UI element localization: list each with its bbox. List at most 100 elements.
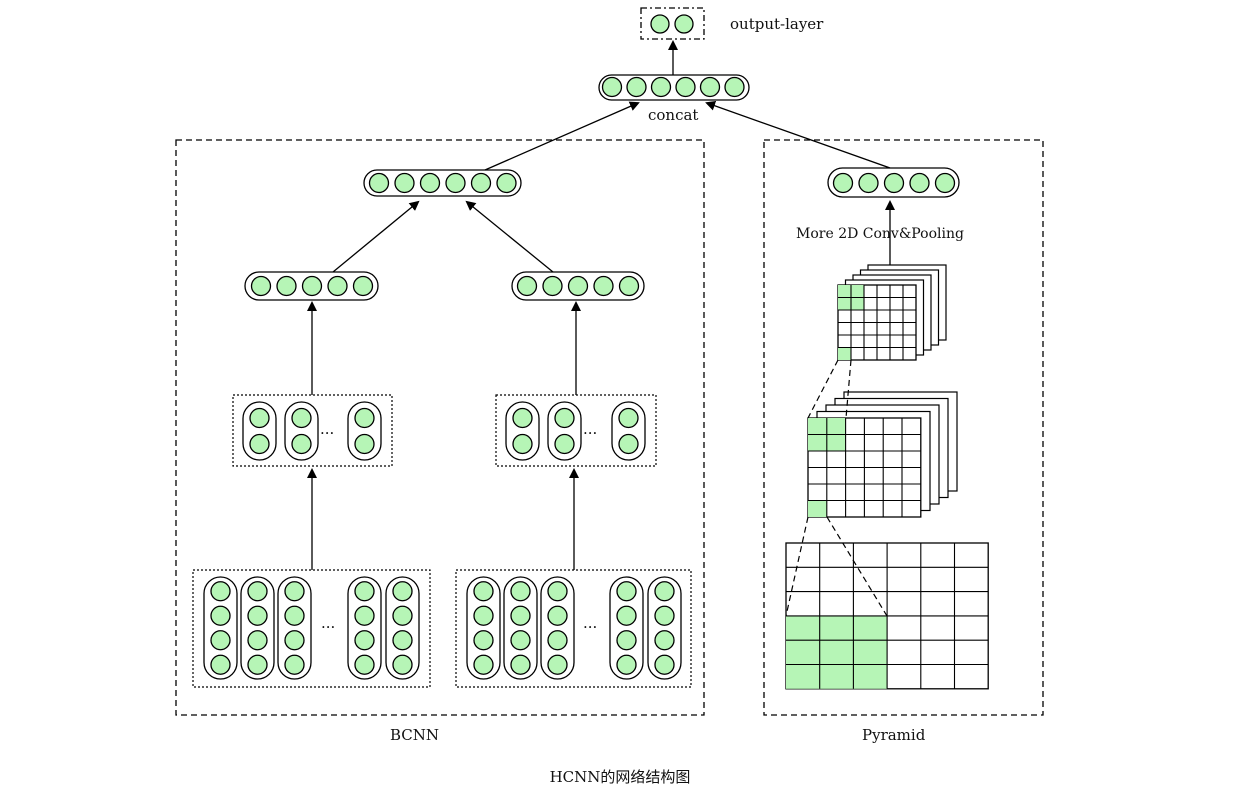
neuron-node	[473, 605, 494, 626]
neuron-node	[547, 605, 568, 626]
highlighted-cell	[826, 418, 846, 435]
highlighted-cell	[853, 615, 888, 641]
neuron-node	[510, 605, 531, 626]
neuron-node	[247, 654, 268, 675]
neuron-node	[210, 605, 231, 626]
neuron-node	[567, 275, 589, 297]
neuron-column-capsule	[347, 576, 382, 680]
neuron-node	[724, 76, 745, 98]
neuron-node	[250, 275, 272, 297]
neuron-node	[616, 630, 637, 651]
neuron-node	[909, 172, 930, 194]
highlighted-cell	[838, 285, 851, 298]
highlighted-cell	[838, 297, 851, 310]
neuron-column-capsule	[609, 576, 644, 680]
output-node	[674, 14, 694, 34]
neuron-node	[247, 581, 268, 602]
output-layer-label: output-layer	[730, 15, 824, 33]
neuron-node	[934, 172, 956, 194]
neuron-node	[352, 275, 374, 297]
neuron-node	[392, 654, 413, 675]
figure-caption: HCNN的网络结构图	[550, 768, 691, 786]
neuron-column-capsule	[242, 401, 277, 461]
neuron-column-capsule	[503, 576, 538, 680]
neuron-node	[858, 172, 879, 194]
neuron-node	[675, 76, 696, 98]
neuron-node	[654, 581, 675, 602]
bcnn-right-mid-capsule	[511, 271, 645, 301]
neuron-node	[554, 433, 575, 455]
highlighted-cell	[819, 664, 854, 689]
neuron-node	[284, 630, 305, 651]
highlighted-cell	[786, 640, 820, 665]
neuron-node	[354, 581, 375, 602]
ellipsis-left-small: ···	[320, 424, 334, 442]
neuron-node	[650, 76, 672, 98]
neuron-column-capsule	[547, 401, 582, 461]
bcnn-top-capsule	[363, 169, 522, 197]
neuron-column-capsule	[203, 576, 238, 680]
neuron-node	[249, 433, 270, 455]
concat-capsule	[598, 74, 750, 101]
neuron-node	[593, 275, 614, 297]
neuron-node	[616, 581, 637, 602]
neuron-node	[284, 605, 305, 626]
neuron-column-capsule	[240, 576, 275, 680]
neuron-node	[616, 654, 637, 675]
neuron-node	[354, 407, 375, 429]
highlighted-cell	[851, 285, 864, 298]
ellipsis-right-big: ···	[583, 618, 597, 636]
more-conv-label: More 2D Conv&Pooling	[796, 226, 964, 242]
neuron-node	[354, 605, 375, 626]
highlighted-cell	[838, 347, 851, 360]
neuron-node	[512, 407, 533, 429]
neuron-node	[516, 275, 538, 297]
highlighted-cell	[808, 418, 827, 435]
highlighted-cell	[808, 434, 827, 451]
neuron-column-capsule	[647, 576, 682, 680]
pyramid-top-capsule	[827, 167, 960, 198]
neuron-node	[291, 407, 312, 429]
neuron-column-capsule	[466, 576, 501, 680]
neuron-node	[470, 172, 492, 194]
projection-line	[785, 516, 809, 617]
neuron-node	[210, 654, 231, 675]
neuron-node	[284, 654, 305, 675]
neuron-node	[512, 433, 533, 455]
neuron-node	[601, 76, 623, 98]
arrow-left-mid-to-top	[332, 200, 420, 273]
highlighted-cell	[826, 434, 846, 451]
highlighted-cell	[786, 615, 820, 641]
neuron-node	[618, 433, 639, 455]
neuron-node	[618, 407, 639, 429]
highlighted-cell	[786, 664, 820, 689]
neuron-node	[354, 654, 375, 675]
neuron-node	[547, 654, 568, 675]
ellipsis-left-big: ···	[321, 618, 335, 636]
neuron-node	[473, 630, 494, 651]
neuron-node	[883, 172, 905, 194]
neuron-node	[249, 407, 270, 429]
highlighted-cell	[819, 615, 854, 641]
neuron-node	[368, 172, 390, 194]
neuron-node	[616, 605, 637, 626]
concat-label: concat	[648, 106, 698, 124]
highlighted-cell	[853, 640, 888, 665]
arrow-pyramid-to-concat	[705, 100, 891, 169]
neuron-node	[473, 654, 494, 675]
neuron-node	[654, 605, 675, 626]
neuron-node	[276, 275, 297, 297]
highlighted-cell	[808, 500, 827, 517]
ellipsis-right-small: ···	[583, 424, 597, 442]
neuron-node	[354, 630, 375, 651]
neuron-node	[327, 275, 348, 297]
highlighted-cell	[853, 664, 888, 689]
neuron-column-capsule	[284, 401, 319, 461]
neuron-node	[832, 172, 854, 194]
neuron-node	[392, 581, 413, 602]
pyramid-feature-maps	[785, 264, 989, 690]
neuron-node	[392, 605, 413, 626]
neuron-column-capsule	[277, 576, 312, 680]
neuron-node	[247, 605, 268, 626]
